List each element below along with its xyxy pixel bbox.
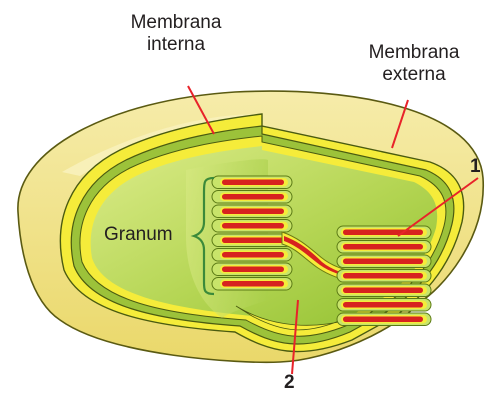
right-granum bbox=[337, 226, 431, 326]
left-granum-disc-lumen bbox=[222, 252, 284, 258]
marker-2: 2 bbox=[284, 372, 295, 394]
left-granum-disc-lumen bbox=[222, 194, 284, 200]
marker-1: 1 bbox=[470, 156, 481, 178]
right-granum-disc-lumen bbox=[343, 244, 423, 250]
left-granum-disc-lumen bbox=[222, 180, 284, 186]
left-granum-disc-lumen bbox=[222, 209, 284, 215]
right-granum-disc-lumen bbox=[343, 317, 423, 323]
label-inner-membrane: Membrana interna bbox=[122, 12, 230, 56]
left-granum-disc-lumen bbox=[222, 267, 284, 273]
left-granum-disc-lumen bbox=[222, 281, 284, 287]
right-granum-disc-lumen bbox=[343, 288, 423, 294]
label-inner-membrane-line2: interna bbox=[122, 34, 230, 56]
label-granum: Granum bbox=[104, 224, 173, 246]
right-granum-disc-lumen bbox=[343, 273, 423, 279]
right-granum-disc-lumen bbox=[343, 302, 423, 308]
left-granum-disc-lumen bbox=[222, 223, 284, 229]
right-granum-disc-lumen bbox=[343, 259, 423, 265]
label-outer-membrane-line1: Membrana bbox=[360, 42, 468, 64]
left-granum-disc-lumen bbox=[222, 238, 284, 244]
label-outer-membrane-line2: externa bbox=[360, 64, 468, 86]
label-inner-membrane-line1: Membrana bbox=[122, 12, 230, 34]
right-granum-disc-lumen bbox=[343, 230, 423, 236]
label-outer-membrane: Membrana externa bbox=[360, 42, 468, 86]
